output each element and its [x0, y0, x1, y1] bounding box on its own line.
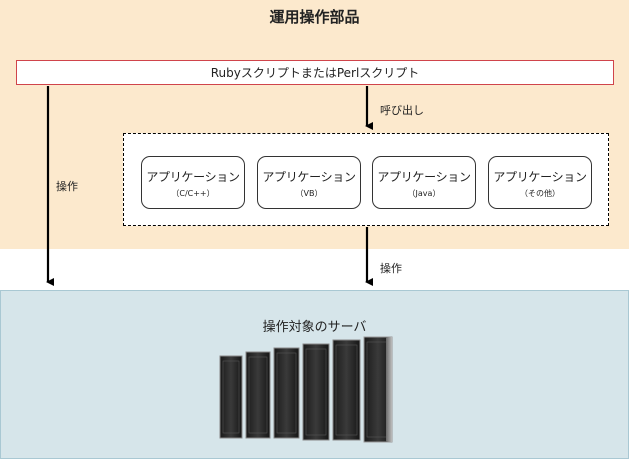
operate-label-right: 操作	[380, 262, 402, 275]
application-name: アプリケーション	[377, 170, 471, 184]
rack-unit	[219, 355, 243, 439]
rack-unit	[332, 339, 361, 441]
rack-unit	[302, 343, 330, 441]
application-box-other: アプリケーション （その他）	[488, 156, 592, 209]
application-language: （その他）	[520, 189, 560, 198]
operation-components-title: 運用操作部品	[269, 8, 360, 26]
application-language: （VB）	[295, 189, 323, 198]
application-language: （Java）	[407, 189, 441, 198]
rack-unit	[273, 347, 300, 439]
application-name: アプリケーション	[493, 170, 587, 184]
operate-label-left: 操作	[56, 180, 78, 193]
target-server-title: 操作対象のサーバ	[262, 320, 367, 335]
call-label: 呼び出し	[380, 104, 424, 117]
rack-unit	[363, 336, 393, 443]
script-box-label: RubyスクリプトまたはPerlスクリプト	[210, 66, 420, 80]
script-box: RubyスクリプトまたはPerlスクリプト	[16, 60, 614, 85]
application-name: アプリケーション	[262, 170, 356, 184]
application-box-cpp: アプリケーション （C/C++）	[141, 156, 245, 209]
rack-unit	[245, 351, 271, 439]
application-box-java: アプリケーション （Java）	[372, 156, 476, 209]
application-name: アプリケーション	[146, 170, 240, 184]
application-language: （C/C++）	[171, 189, 215, 198]
server-rack-icon	[219, 336, 393, 443]
application-box-vb: アプリケーション （VB）	[257, 156, 361, 209]
